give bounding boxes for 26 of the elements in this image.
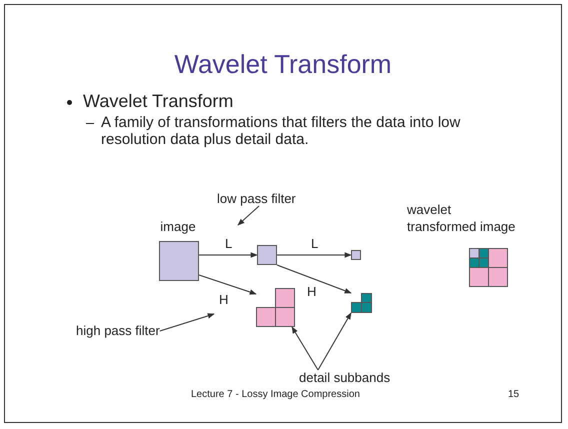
callout-text: detail subbands (299, 370, 390, 385)
leader-line (159, 313, 215, 332)
low-pass-square (257, 245, 277, 265)
slide-title: Wavelet Transform (173, 49, 393, 80)
edge-label: H (306, 285, 318, 299)
edge-label: L (310, 237, 320, 251)
node-caption: image (159, 219, 197, 234)
callout-text: low pass filter (217, 191, 296, 206)
bullet-text: Wavelet Transform (83, 91, 234, 112)
arrow (276, 252, 352, 258)
leader-line (318, 312, 352, 370)
callout-text: high pass filter (76, 323, 160, 338)
footer-text: Lecture 7 - Lossy Image Compression (191, 389, 360, 400)
arrow (276, 264, 352, 294)
leader-line (237, 206, 260, 226)
node-caption: wavelet transformed image (407, 201, 516, 235)
page-number: 15 (508, 389, 520, 400)
arrow (198, 274, 257, 295)
edge-label: H (218, 293, 230, 307)
edge-label: L (224, 237, 234, 251)
sub-bullet-text: A family of transformations that filters the data into low resolution data plus detail data. (101, 114, 462, 148)
arrow (198, 252, 258, 258)
low-pass-square (351, 250, 361, 260)
subband-blocks (351, 293, 372, 313)
leader-line (292, 326, 318, 370)
subband-blocks (256, 288, 296, 327)
